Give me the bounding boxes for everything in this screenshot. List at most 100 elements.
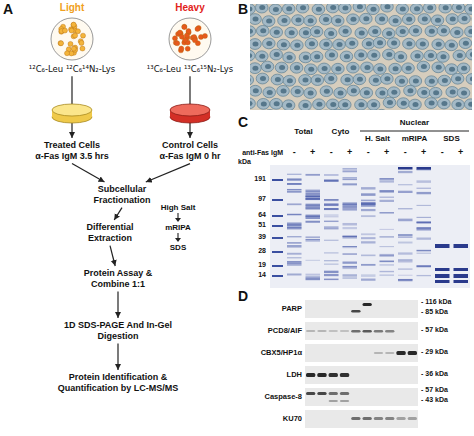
step-label: Differential Extraction (70, 222, 150, 244)
cell (250, 75, 254, 86)
cell-nucleus (302, 77, 308, 82)
protein-band (398, 191, 413, 193)
protein-band (398, 279, 413, 280)
panel-letter: A (3, 1, 19, 18)
cell-nucleus (259, 54, 265, 59)
protein-band (324, 180, 339, 181)
cell (374, 64, 387, 75)
lane-label: + (381, 147, 393, 158)
cell (383, 49, 396, 60)
cell-nucleus (274, 52, 280, 57)
cell (355, 28, 368, 39)
protein-band (324, 279, 339, 280)
cell-nucleus (433, 90, 439, 95)
cell-nucleus (308, 18, 314, 23)
lane-label: - (362, 147, 374, 158)
cell (432, 39, 445, 50)
mass-marker: 19 (234, 261, 266, 269)
cell (250, 63, 261, 74)
protein-band (287, 183, 302, 184)
cell-nucleus (350, 65, 356, 70)
cell-nucleus (289, 30, 295, 35)
protein-band (287, 191, 302, 193)
protein-band (435, 280, 450, 283)
cell-nucleus (455, 76, 461, 81)
protein-band (324, 227, 339, 230)
cell (373, 37, 386, 48)
protein-band (398, 219, 413, 222)
cell-nucleus (427, 5, 433, 10)
lane-label: anti-Fas IgM (226, 149, 283, 157)
protein-band (380, 181, 395, 182)
cell (362, 38, 375, 49)
cell (339, 26, 352, 37)
protein-band (324, 199, 339, 201)
cell-dot (202, 33, 207, 38)
cell (466, 74, 472, 85)
cell-nucleus (253, 42, 259, 47)
protein-band (324, 228, 339, 229)
cell (299, 52, 312, 63)
marker-band (272, 237, 283, 239)
cell-nucleus (406, 66, 412, 71)
protein-band (287, 222, 302, 224)
protein-band (361, 274, 376, 276)
protein-band (287, 189, 302, 190)
protein-band (361, 200, 376, 202)
protein-band (361, 203, 376, 205)
protein-band (306, 239, 321, 240)
cell-nucleus (250, 7, 253, 12)
protein-band (324, 221, 339, 222)
cell-nucleus (342, 102, 348, 107)
protein-band (361, 237, 376, 239)
cell (417, 87, 430, 98)
cell (326, 99, 339, 110)
cell (320, 39, 333, 50)
cell-nucleus (461, 90, 467, 95)
protein-band (287, 227, 302, 229)
size-marker: - 57 kDa (421, 386, 473, 394)
cell-nucleus (363, 16, 369, 21)
protein-band (343, 183, 358, 185)
cell (333, 39, 346, 50)
protein-band (343, 170, 358, 172)
lane-label: + (344, 147, 356, 158)
protein-band (398, 208, 413, 209)
cell-nucleus (315, 78, 321, 83)
lane-label: - (399, 147, 411, 158)
blot-band (317, 330, 326, 332)
blot-band (351, 417, 360, 420)
cell (381, 4, 394, 12)
cell-nucleus (281, 42, 287, 47)
cell-nucleus (384, 4, 390, 9)
cell (339, 4, 352, 13)
lane-label: + (307, 147, 319, 158)
protein-band (324, 180, 339, 182)
size-marker: - 116 kDa (421, 298, 473, 306)
cell-nucleus (373, 78, 379, 83)
cell (417, 61, 430, 72)
protein-band (287, 253, 302, 255)
cell-nucleus (420, 41, 426, 46)
cell-nucleus (338, 90, 344, 95)
lane-label: Cyto (323, 127, 359, 137)
step-heading: Control Cells (138, 140, 242, 151)
protein-band (343, 253, 358, 254)
flow-arrow (114, 208, 122, 220)
protein-band (454, 274, 469, 278)
blot-band (340, 373, 349, 377)
protein-band (306, 174, 321, 176)
cell (404, 85, 417, 96)
extraction-step: High Salt (150, 203, 206, 213)
cell-dot (68, 41, 73, 46)
cell (331, 15, 344, 26)
blot-band (340, 330, 349, 332)
petri-dish (52, 104, 92, 123)
cell-nucleus (384, 76, 390, 81)
cell-nucleus (265, 64, 271, 69)
cell-nucleus (324, 89, 330, 94)
cell-dot (71, 22, 76, 27)
size-marker: - 43 kDa (421, 396, 473, 404)
cell-nucleus (259, 5, 265, 10)
protein-band (380, 190, 395, 192)
